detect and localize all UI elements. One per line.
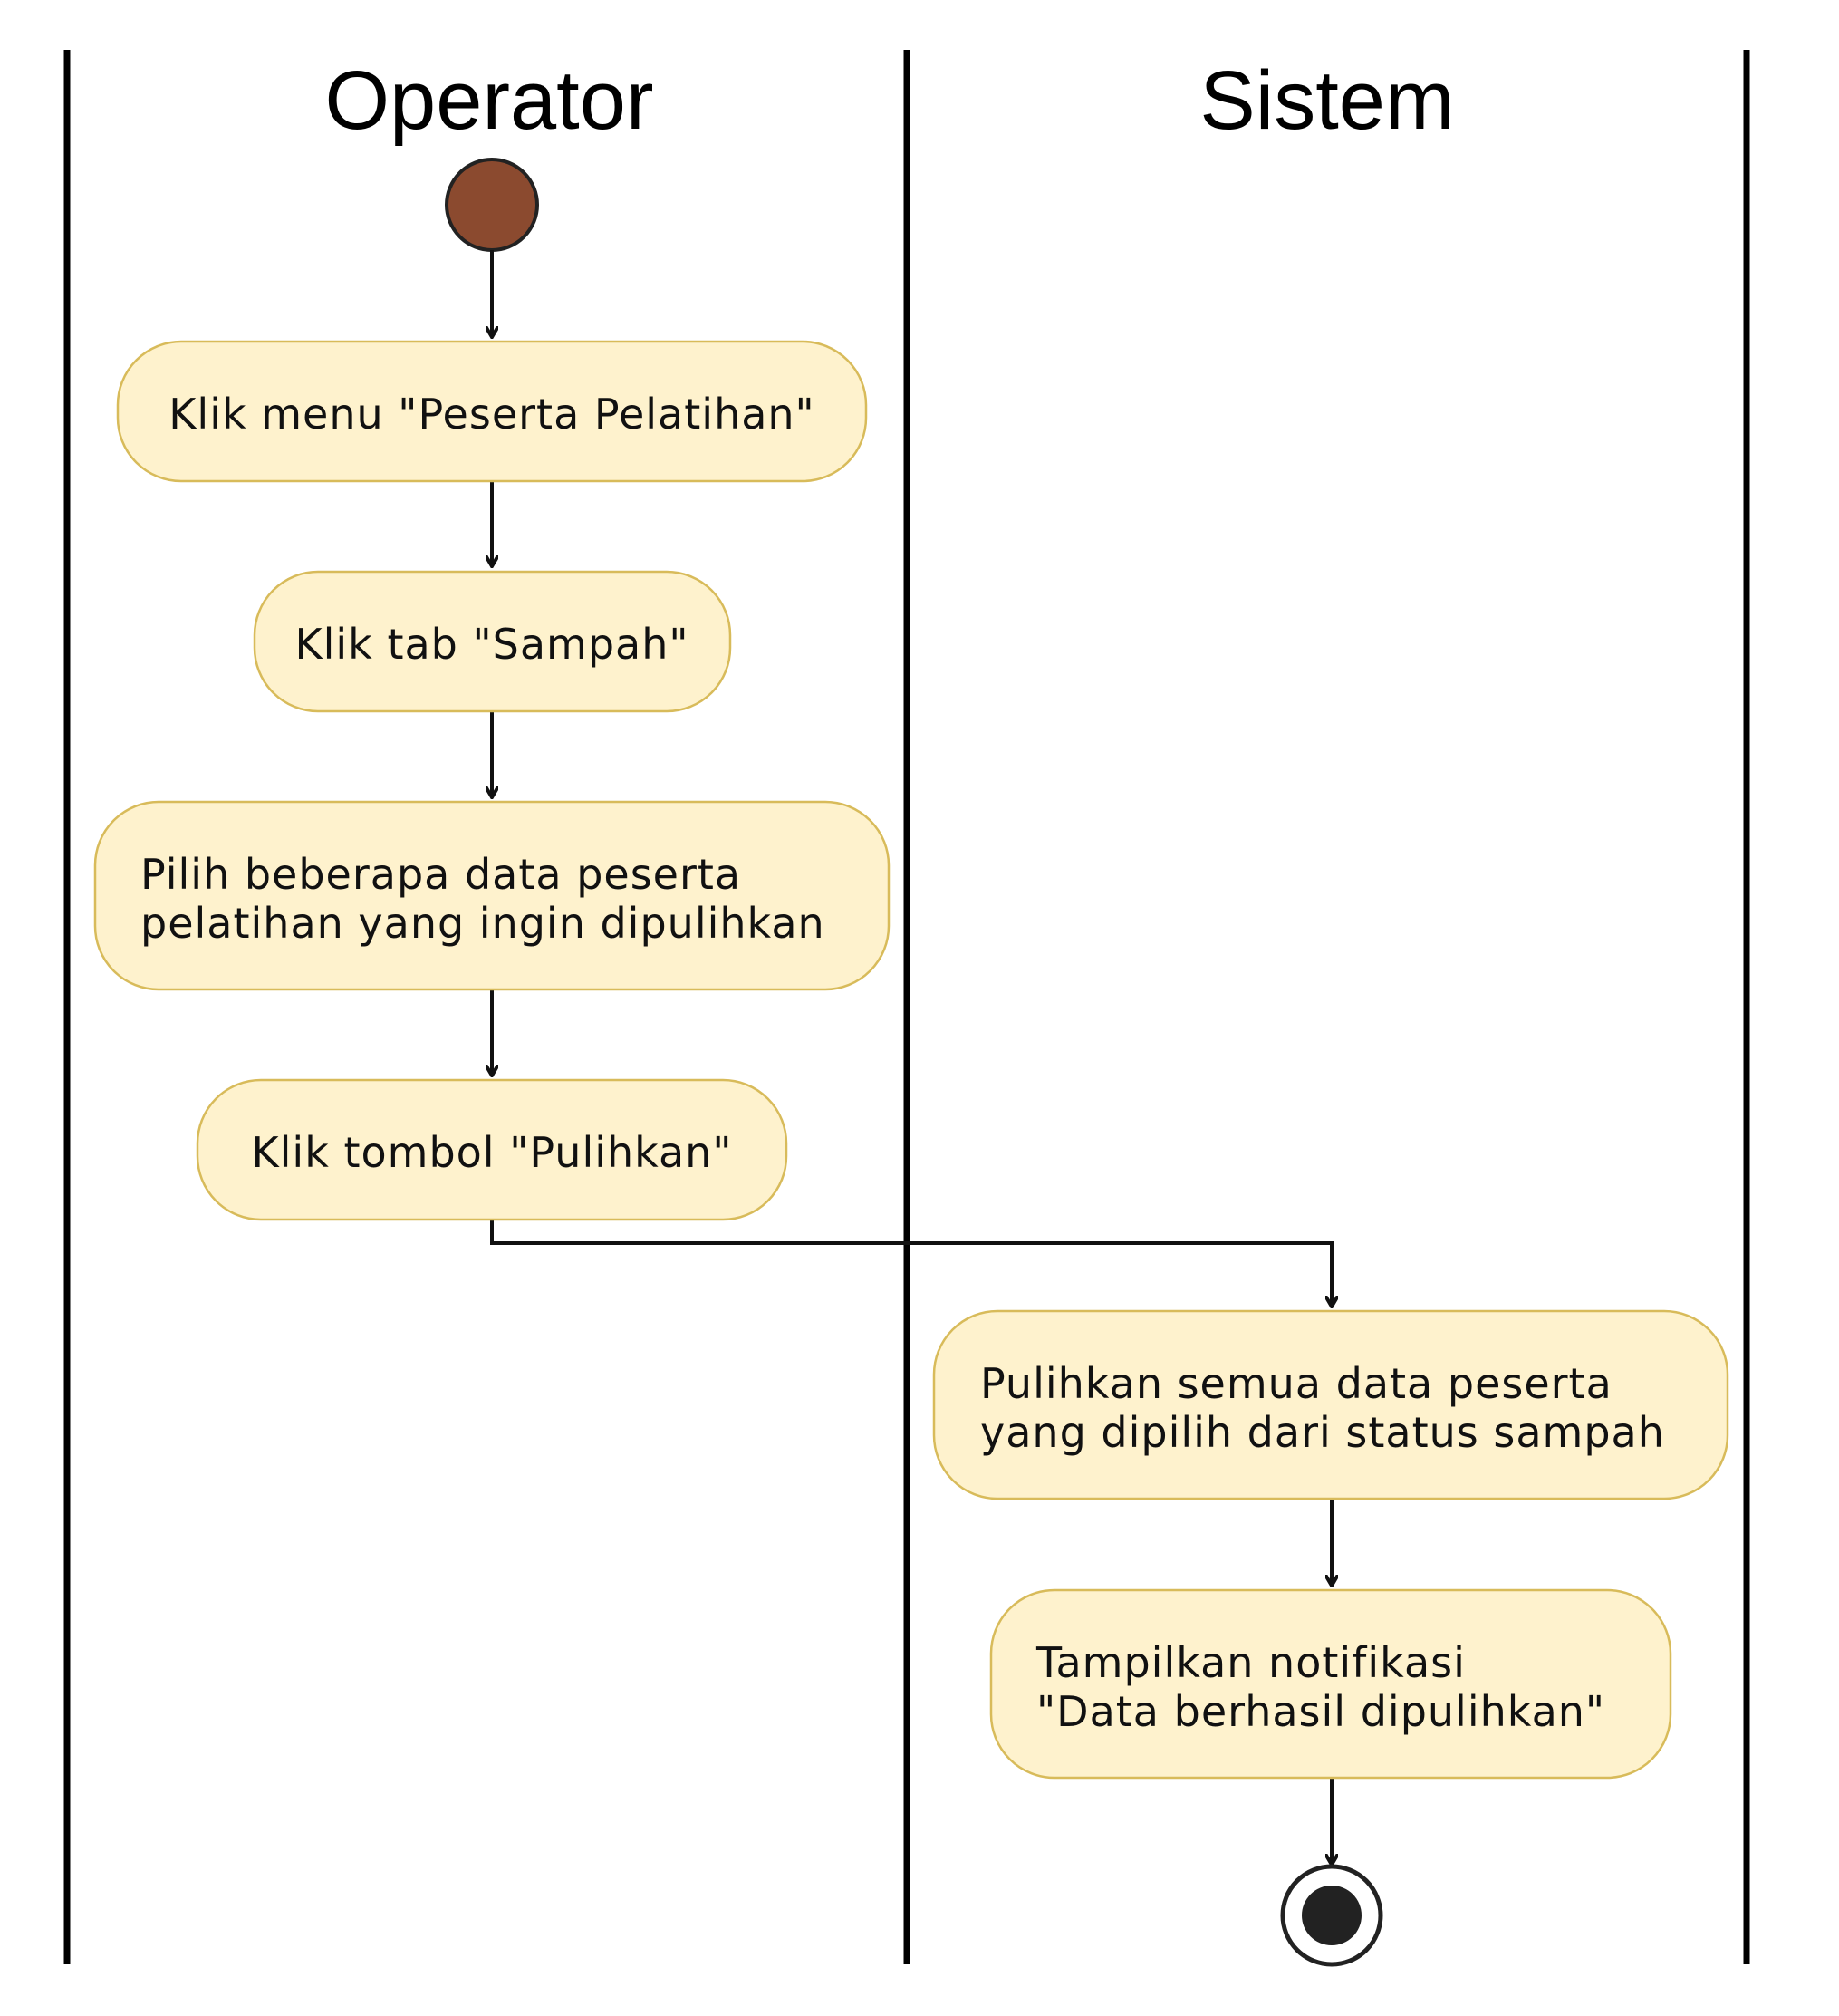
activity-klik-menu: Klik menu "Peserta Pelatihan" xyxy=(116,340,868,483)
activity-pilih-data: Pilih beberapa data peserta pelatihan ya… xyxy=(93,800,891,991)
activity-pilih-data-line2: pelatihan yang ingin dipulihkan xyxy=(140,899,825,948)
activity-klik-tab-label: Klik tab "Sampah" xyxy=(294,620,688,669)
activity-pilih-data-line1: Pilih beberapa data peserta xyxy=(140,850,741,899)
activity-tampilkan-notifikasi: Tampilkan notifikasi "Data berhasil dipu… xyxy=(989,1588,1672,1780)
lane-title-sistem: Sistem xyxy=(1199,54,1454,147)
activity-pulihkan-data-line1: Pulihkan semua data peserta xyxy=(980,1359,1613,1408)
lane-title-operator: Operator xyxy=(324,54,653,147)
start-node xyxy=(445,158,539,252)
activity-pulihkan-data: Pulihkan semua data peserta yang dipilih… xyxy=(932,1309,1729,1500)
activity-pulihkan-data-line2: yang dipilih dari status sampah xyxy=(980,1408,1665,1457)
activity-klik-tab: Klik tab "Sampah" xyxy=(253,570,732,713)
end-node xyxy=(1280,1864,1383,1967)
activity-klik-pulihkan-label: Klik tombol "Pulihkan" xyxy=(251,1128,732,1177)
activity-klik-pulihkan: Klik tombol "Pulihkan" xyxy=(196,1078,788,1221)
activity-tampilkan-notifikasi-line1: Tampilkan notifikasi xyxy=(1035,1638,1466,1687)
flow-a4-to-a5 xyxy=(490,1220,1332,1307)
activity-klik-menu-label: Klik menu "Peserta Pelatihan" xyxy=(168,390,814,439)
activity-tampilkan-notifikasi-line2: "Data berhasil dipulihkan" xyxy=(1036,1687,1605,1736)
